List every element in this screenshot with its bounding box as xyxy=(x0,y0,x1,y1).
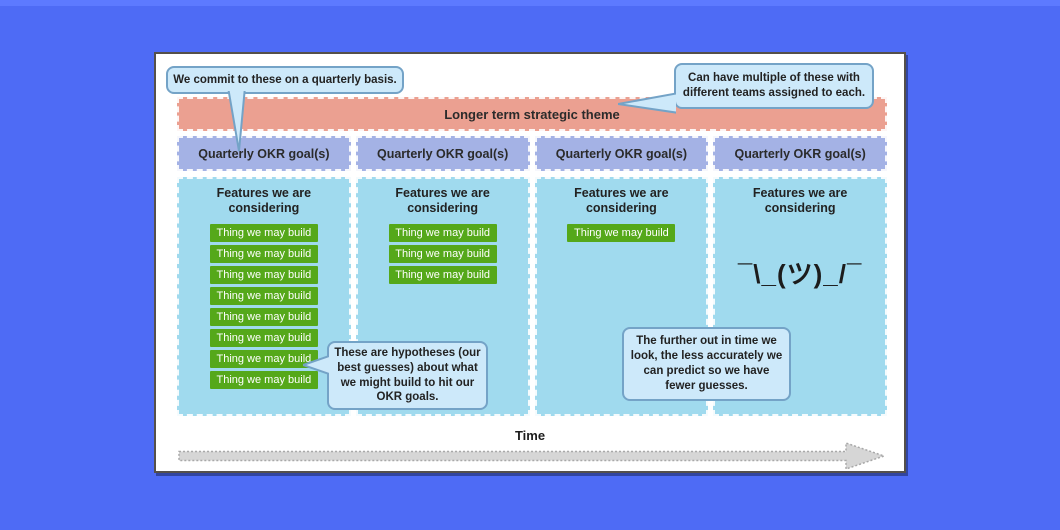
feature-item: Thing we may build xyxy=(209,245,318,263)
feature-item: Thing we may build xyxy=(388,224,497,242)
feature-item: Thing we may build xyxy=(209,329,318,347)
okr-column-1: Quarterly OKR goal(s) Features we are co… xyxy=(177,136,351,416)
strategic-theme-label: Longer term strategic theme xyxy=(444,106,620,122)
callout-hypotheses: These are hypotheses (our best guesses) … xyxy=(327,341,488,410)
feature-item: Thing we may build xyxy=(209,371,318,389)
features-title: Features we are considering xyxy=(395,186,490,215)
features-title: Features we are considering xyxy=(216,186,312,215)
callout-quarterly-commit-text: We commit to these on a quarterly basis. xyxy=(173,73,397,86)
okr-column-4: Quarterly OKR goal(s) Features we are co… xyxy=(713,136,887,416)
callout-tail-left-icon xyxy=(618,92,676,114)
okr-columns: Quarterly OKR goal(s) Features we are co… xyxy=(177,136,887,416)
feature-item: Thing we may build xyxy=(209,350,318,368)
callout-quarterly-commit: We commit to these on a quarterly basis. xyxy=(166,66,404,94)
top-strip xyxy=(0,0,1060,6)
feature-item: Thing we may build xyxy=(567,224,676,242)
time-label: Time xyxy=(514,428,546,443)
features-panel: Features we are considering Thing we may… xyxy=(177,177,351,416)
features-title: Features we are considering xyxy=(574,186,669,215)
feature-item: Thing we may build xyxy=(209,224,318,242)
okr-column-header-label: Quarterly OKR goal(s) xyxy=(198,146,330,161)
okr-column-header: Quarterly OKR goal(s) xyxy=(177,136,351,171)
feature-item: Thing we may build xyxy=(209,266,318,284)
feature-item-list: Thing we may build xyxy=(537,224,707,242)
okr-column-header: Quarterly OKR goal(s) xyxy=(713,136,887,171)
okr-column-header: Quarterly OKR goal(s) xyxy=(534,136,709,171)
okr-column-header: Quarterly OKR goal(s) xyxy=(355,136,530,171)
feature-item: Thing we may build xyxy=(209,287,318,305)
callout-fewer-guesses-text: The further out in time we look, the les… xyxy=(630,335,783,392)
features-panel: Features we are considering ¯\_(ツ)_/¯ xyxy=(713,177,887,416)
okr-column-header-label: Quarterly OKR goal(s) xyxy=(376,146,509,161)
diagram-card: Longer term strategic theme Quarterly OK… xyxy=(154,52,906,473)
callout-multiple-teams-text: Can have multiple of these with differen… xyxy=(682,72,866,99)
okr-column-header-label: Quarterly OKR goal(s) xyxy=(734,146,866,161)
shrug-emoticon: ¯\_(ツ)_/¯ xyxy=(737,259,863,289)
time-arrow-icon xyxy=(178,442,887,470)
feature-item: Thing we may build xyxy=(209,308,318,326)
callout-multiple-teams: Can have multiple of these with differen… xyxy=(674,63,874,109)
feature-item: Thing we may build xyxy=(388,266,497,284)
callout-tail-left-icon xyxy=(303,354,329,376)
okr-column-header-label: Quarterly OKR goal(s) xyxy=(555,146,688,161)
features-title: Features we are considering xyxy=(752,186,848,215)
feature-item: Thing we may build xyxy=(388,245,497,263)
okr-column-3: Quarterly OKR goal(s) Features we are co… xyxy=(534,136,709,416)
callout-fewer-guesses: The further out in time we look, the les… xyxy=(622,327,791,401)
callout-tail-down-icon xyxy=(227,91,246,152)
callout-hypotheses-text: These are hypotheses (our best guesses) … xyxy=(334,346,481,404)
